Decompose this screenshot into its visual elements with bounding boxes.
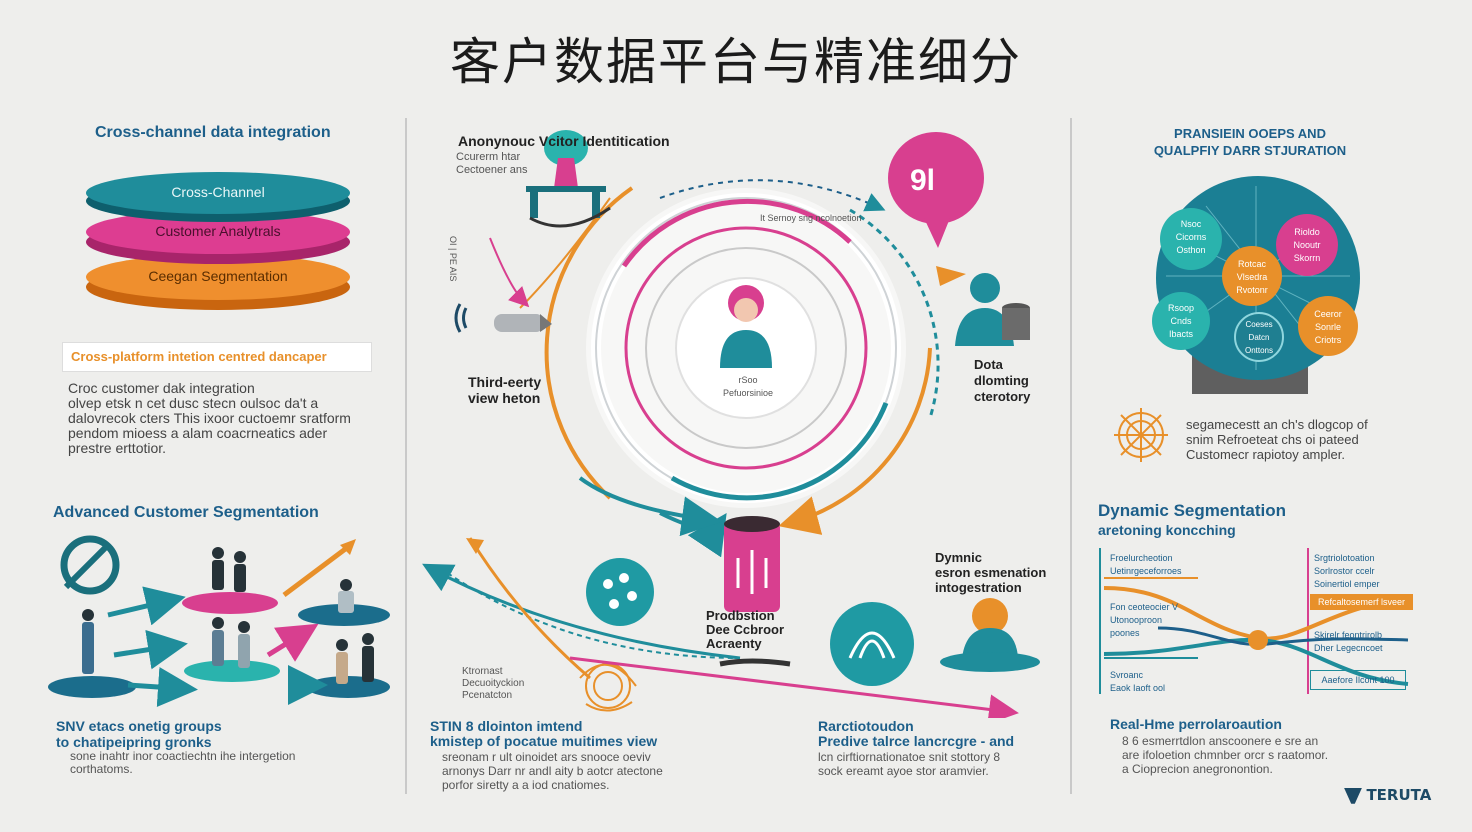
segmentation-illustration: [48, 535, 390, 707]
right-divider: [1070, 118, 1072, 794]
vertical-label: OI | PE AIS: [448, 236, 458, 282]
bubble-6: Ceeror Sonrle Criotrs: [1298, 296, 1358, 356]
network-burst-icon: [1114, 408, 1168, 462]
logo-text: TERUTA: [1366, 786, 1432, 804]
bubble-5: Coeses Datcn Onttons: [1234, 312, 1284, 362]
integration-paragraph: Croc customer dak integration olvep etsk…: [68, 380, 351, 456]
highlight-banner: Cross-platform intetion centred dancaper: [62, 342, 372, 372]
dynamic-seg-sub: aretoning koncching: [1098, 522, 1236, 538]
page-title: 客户数据平台与精准细分: [450, 33, 1022, 91]
person-label: rSoo Pefuorsinioe: [722, 375, 774, 398]
flow-right-3: Skirelr feontrirolb Dher Legecncoet: [1314, 630, 1383, 653]
flow-left-2: Fon ceoteocier V Utonooproon poones: [1110, 602, 1179, 638]
identity-resolution-diagram: 9l: [422, 130, 1040, 718]
segmentation-heading: Advanced Customer Segmentation: [53, 504, 319, 521]
layer-stack: Ceegan Segmentation Customer Analytrals …: [86, 172, 350, 332]
right-caption: segamecestt an ch's dlogcop of snim Refr…: [1186, 417, 1368, 462]
flow-right-4: Aaefore Ilcont 100: [1310, 670, 1406, 690]
seg-caption-title: SNV etacs onetig groups to chatipeipring…: [56, 718, 222, 750]
flow-left-1: Froelurcheotion Uetinrgeceforroes: [1110, 553, 1182, 576]
realtime-title: Real-Hme perrolaroaution: [1110, 716, 1282, 732]
bubble-2: Rotcac Vlsedra Rvotonr: [1222, 246, 1282, 306]
dynamic-seg-heading: Dynamic Segmentation: [1098, 501, 1286, 520]
brand-logo: TERUTA: [1344, 786, 1456, 806]
left-divider: [405, 118, 407, 794]
dynamic-label: Dymnic esron esmenation intogestration: [935, 550, 1047, 595]
layer-cross-channel: Cross-Channel: [86, 172, 350, 214]
third-party-label: Third-eerty view heton: [468, 374, 542, 406]
bubble-4: Rsoop Cnds Ibacts: [1152, 292, 1210, 350]
center-legend: Ktrornast Decuoityckion Pcenatcton: [462, 666, 525, 701]
right-heading: PRANSIEIN OOEPS AND QUALPFIY DARR STJURA…: [1153, 126, 1347, 158]
seg-caption-body: sone inahtr inor coactiechtn ihe interge…: [70, 749, 296, 776]
realtime-body: 8 6 esmerrtdlon anscoonere e sre an are …: [1122, 734, 1329, 776]
flow-left-3: Svroanc Eaok Iaoft ool: [1110, 670, 1166, 693]
bubble-3: Rioldo Nooutr Skorrn: [1276, 214, 1338, 276]
cross-channel-heading: Cross-channel data integration: [95, 124, 331, 141]
dynamic-flow-chart: [1099, 548, 1409, 694]
center-caption-right-body: lcn cirftiornationatoe snit stottory 8 s…: [818, 750, 1001, 778]
svg-text:9l: 9l: [910, 164, 935, 197]
flow-right-1: Srgtriolotoation Sorlrostor ccelr Soiner…: [1314, 553, 1380, 589]
flow-right-2: Refcaltosemerf lsveer: [1310, 594, 1414, 610]
logo-mark-icon: [1344, 787, 1362, 804]
center-caption-left-body: sreonam r ult oinoidet ars snooce oeviv …: [442, 750, 663, 792]
center-caption-right-title: Rarctiotoudon Predive talrce lancrcgre -…: [818, 718, 1015, 749]
center-caption-left-title: STIN 8 dlointon imtend kmistep of pocatu…: [430, 718, 658, 749]
anon-visitor-sub: Ccurerm htar Cectoener ans: [456, 151, 528, 176]
ring-text: It Sernoy sng ncolnoetion: [760, 213, 862, 223]
prediction-label: Prodbstion Dee Ccbroor Acraenty: [706, 608, 785, 651]
data-cleaning-label: Dota dlomting cterotory: [974, 357, 1031, 404]
anon-visitor-heading: Anonynouc Vcitor Identitication: [458, 133, 670, 149]
bubble-1: Nsoc Cicorns Osthon: [1160, 208, 1222, 270]
